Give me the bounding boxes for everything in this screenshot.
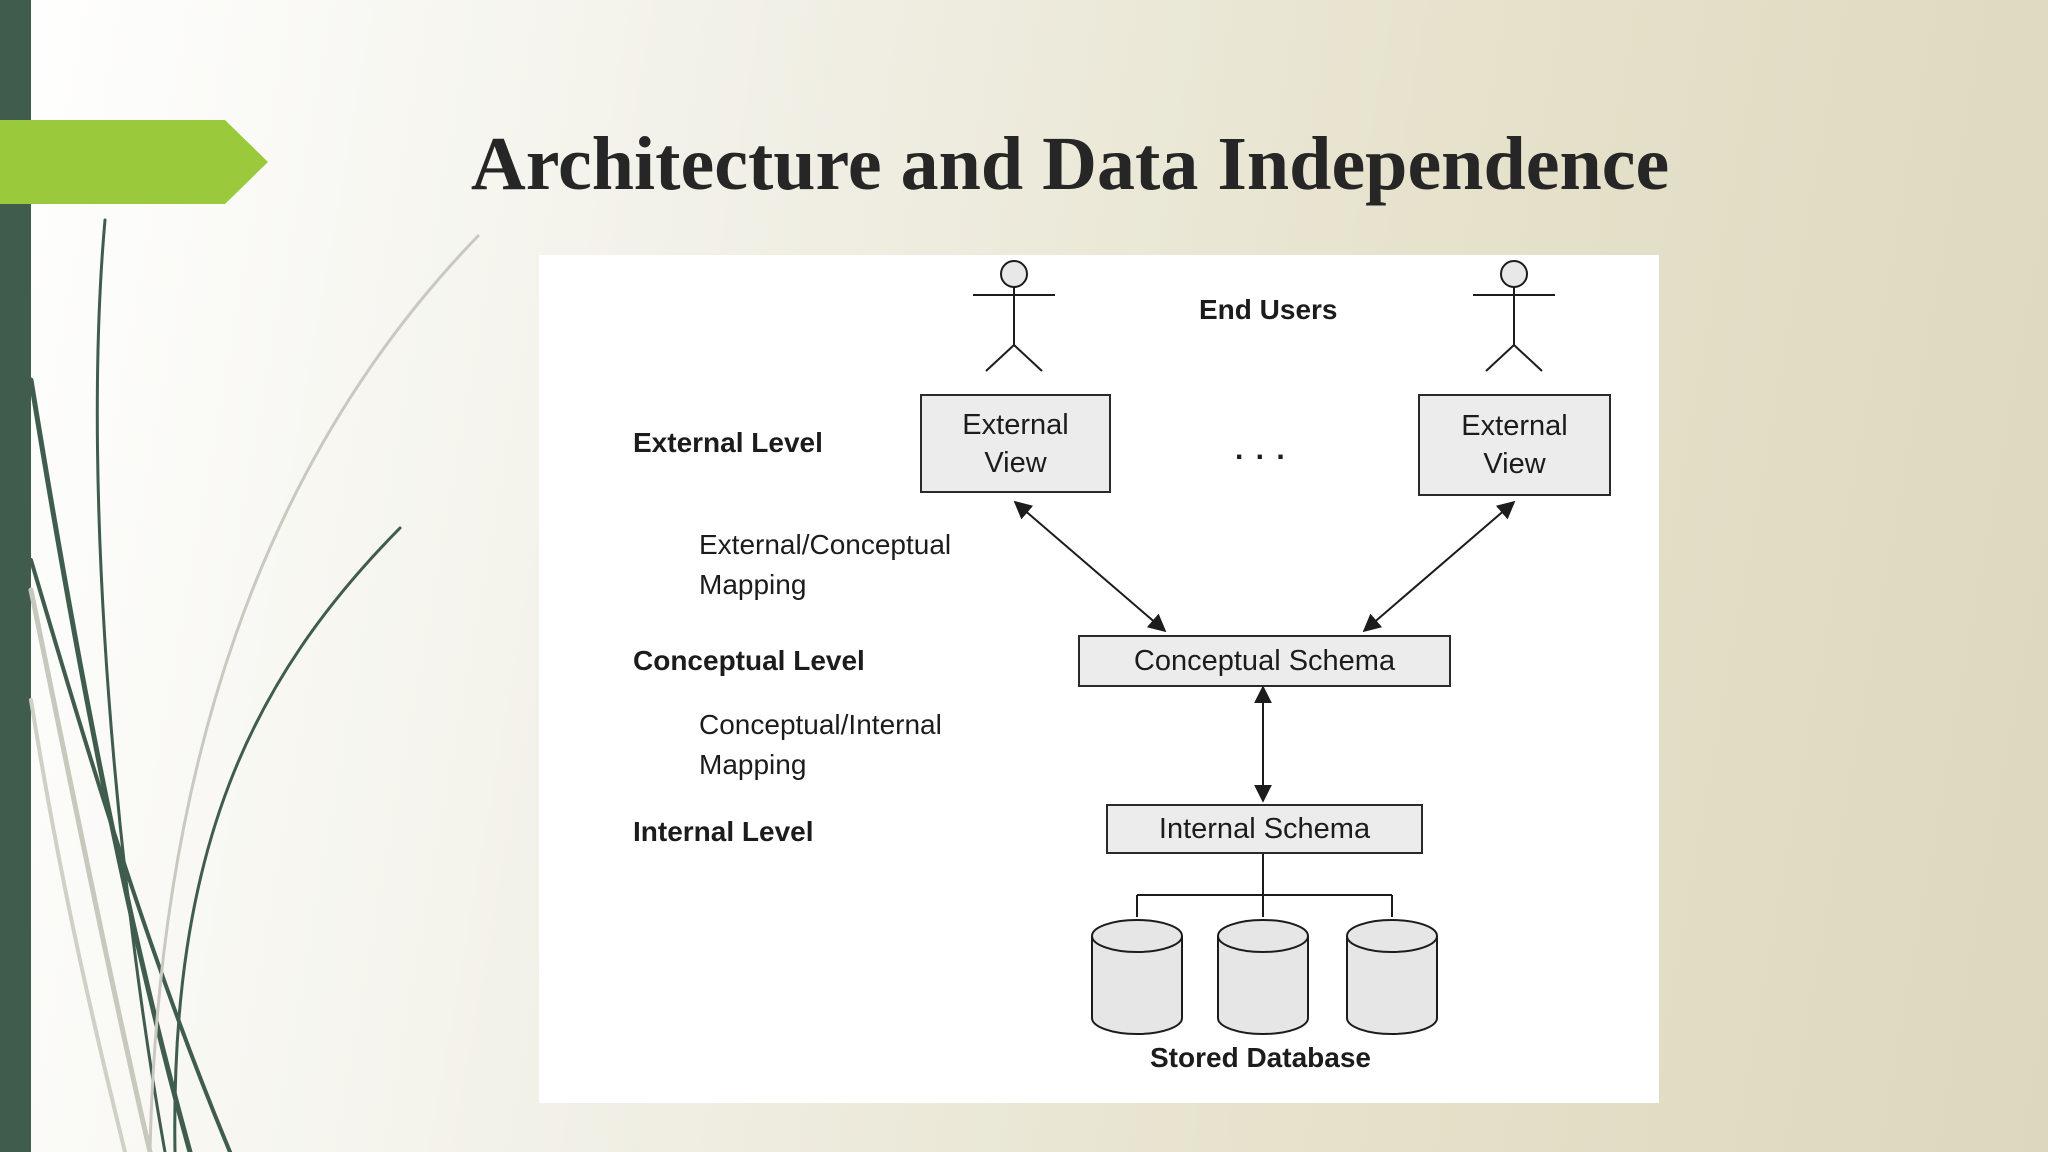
external-level-label: External Level	[633, 427, 823, 458]
arrow-left-external-conceptual	[1013, 500, 1167, 633]
ellipsis: . . .	[1235, 433, 1287, 466]
stored-database-label: Stored Database	[1150, 1042, 1371, 1073]
external-view-box-left: External View	[920, 394, 1111, 493]
database-connectors	[1136, 854, 1393, 917]
conceptual-level-label: Conceptual Level	[633, 645, 865, 676]
external-view-left-text: External View	[962, 408, 1069, 479]
conceptual-schema-text: Conceptual Schema	[1133, 645, 1396, 677]
diagram-graphics	[973, 260, 1555, 1035]
database-cylinder-icon	[1217, 919, 1309, 1035]
external-conceptual-mapping-label: External/Conceptual Mapping	[699, 529, 952, 600]
conceptual-schema-box: Conceptual Schema	[1078, 635, 1451, 687]
grass-decoration	[28, 218, 480, 1152]
arrow-right-external-conceptual	[1362, 500, 1516, 633]
three-schema-architecture-diagram: End Users External View . . . External V…	[539, 255, 1659, 1103]
slide-title: Architecture and Data Independence	[470, 122, 1670, 206]
user-icon-right	[1473, 260, 1555, 372]
internal-level-label: Internal Level	[633, 816, 814, 847]
title-accent-arrow	[0, 120, 268, 204]
user-icon-left	[973, 260, 1055, 372]
external-view-right-text: External View	[1461, 410, 1568, 480]
internal-schema-box: Internal Schema	[1106, 804, 1423, 854]
database-cylinder-icon	[1346, 919, 1438, 1035]
internal-schema-text: Internal Schema	[1158, 813, 1371, 845]
external-view-box-right: External View	[1418, 394, 1611, 496]
end-users-label: End Users	[1199, 294, 1338, 325]
conceptual-internal-mapping-label: Conceptual/Internal Mapping	[699, 709, 942, 780]
database-cylinder-icon	[1091, 919, 1183, 1035]
